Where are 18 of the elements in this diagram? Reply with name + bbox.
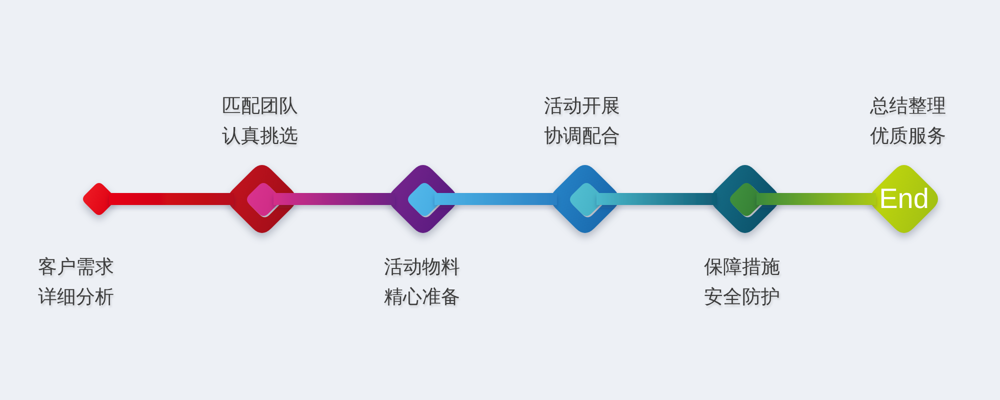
step-label: 匹配团队认真挑选: [222, 95, 298, 149]
inner-diamond: [570, 182, 602, 216]
diamond-node: [551, 165, 619, 233]
timeline-segment: [596, 193, 717, 205]
diamond-node: [389, 165, 457, 233]
inner-diamond: [246, 182, 280, 216]
step-label: 客户需求详细分析: [38, 256, 114, 310]
timeline-segment: [109, 193, 234, 205]
step-label: 活动开展协调配合: [544, 95, 620, 149]
diamond-node: [228, 165, 296, 233]
end-diamond: End: [870, 165, 938, 233]
step-label: 保障措施安全防护: [704, 256, 780, 310]
diamond-node: [711, 165, 779, 233]
inner-diamond: [408, 182, 440, 216]
inner-diamond: [730, 182, 762, 216]
step-label: 总结整理优质服务: [870, 95, 946, 149]
step-label: 活动物料精心准备: [384, 256, 460, 310]
timeline-segment: [274, 193, 395, 205]
